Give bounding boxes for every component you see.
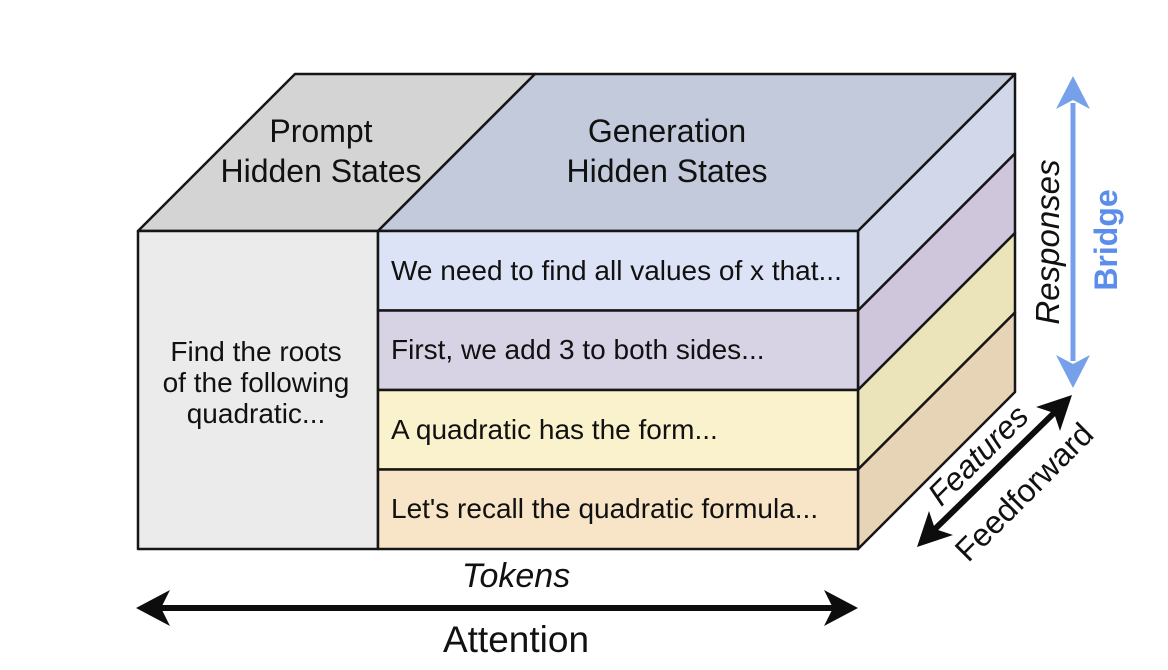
generation-hidden-states-label: Generation Hidden States bbox=[566, 113, 768, 189]
prompt-hidden-states-label: Prompt Hidden States bbox=[220, 113, 422, 189]
features-axis-arrow bbox=[917, 395, 1072, 547]
features-arrow-shaft bbox=[932, 410, 1057, 532]
attention-axis-label: Attention bbox=[442, 619, 590, 660]
bridge-axis-arrow bbox=[1056, 76, 1090, 388]
prompt-text: Find the roots of the following quadrati… bbox=[162, 336, 350, 429]
generation-row-1-text: We need to find all values of x that... bbox=[391, 254, 842, 286]
bridge-arrow-bottom-head bbox=[1056, 355, 1090, 388]
bridge-axis-label: Bridge bbox=[1088, 189, 1124, 291]
bridge-arrow-top-head bbox=[1056, 76, 1090, 109]
generation-row-3-text: A quadratic has the form... bbox=[391, 413, 718, 445]
responses-axis-label: Responses bbox=[1029, 159, 1066, 325]
attention-arrow-left-head bbox=[136, 590, 170, 626]
generation-row-4-text: Let's recall the quadratic formula... bbox=[391, 493, 819, 525]
features-arrow-upper-head bbox=[1036, 395, 1072, 431]
tokens-axis-label: Tokens bbox=[461, 557, 571, 595]
generation-row-2-text: First, we add 3 to both sides... bbox=[391, 334, 765, 366]
generation-row-4-front-face bbox=[376, 468, 860, 551]
hidden-states-cube bbox=[136, 72, 1017, 551]
attention-axis-arrow bbox=[136, 590, 858, 626]
attention-arrow-right-head bbox=[824, 590, 858, 626]
features-arrow-lower-head bbox=[917, 511, 953, 547]
